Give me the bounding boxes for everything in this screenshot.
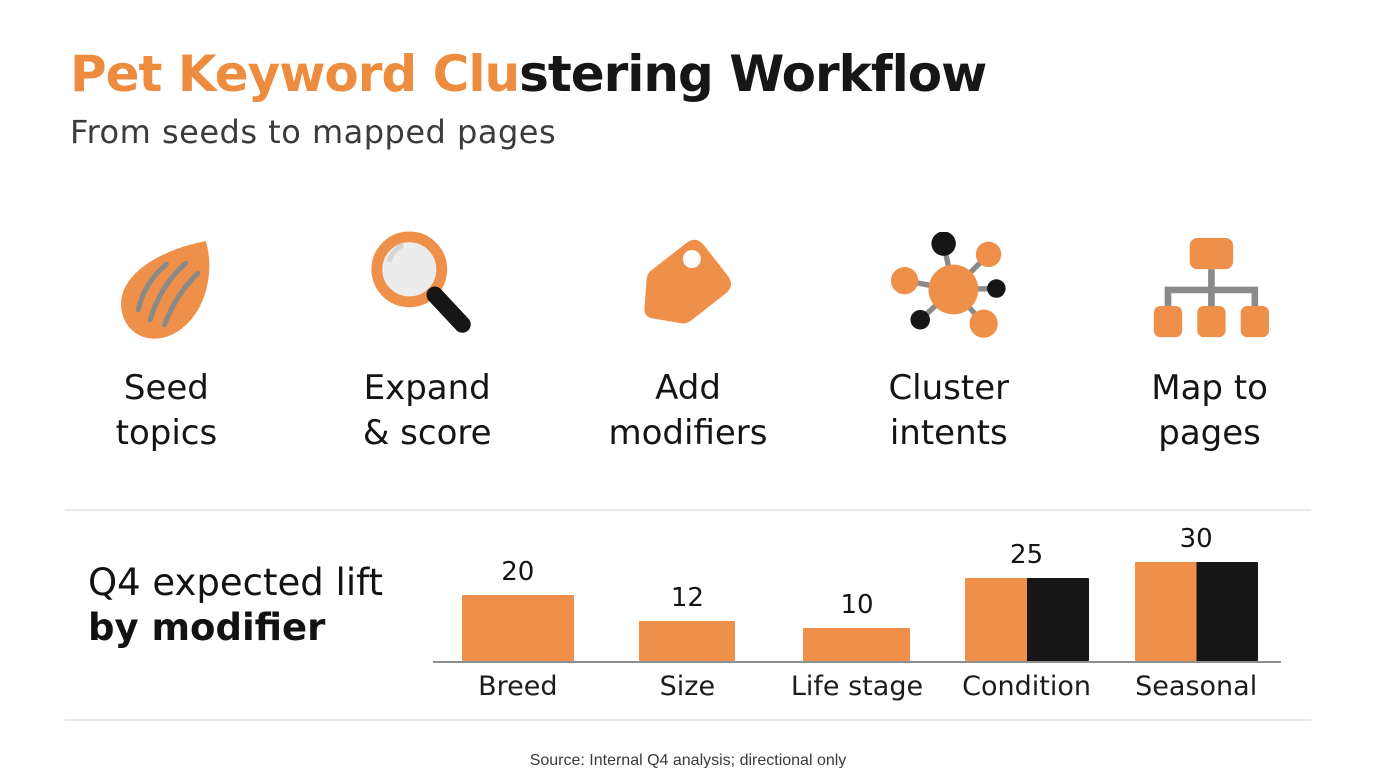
title-accent: Pet Keyword Clu — [70, 45, 520, 103]
divider-bottom — [65, 719, 1311, 721]
bar-value-label: 10 — [840, 590, 874, 620]
source-note: Source: Internal Q4 analysis; directiona… — [529, 752, 847, 768]
chart-title-line2: by modifier — [88, 606, 326, 649]
bar-value-label: 12 — [670, 583, 704, 613]
magnifier-icon — [368, 228, 486, 350]
page-title: Pet Keyword Clustering Workflow — [70, 44, 987, 104]
bar-value-label: 25 — [1010, 540, 1044, 570]
header: Pet Keyword Clustering Workflow From see… — [70, 44, 987, 151]
page-subtitle: From seeds to mapped pages — [70, 113, 557, 151]
chart-title-line1: Q4 expected lift — [88, 561, 383, 604]
category-label: Seasonal — [1135, 671, 1258, 702]
bar-condition — [964, 578, 1089, 661]
category-label: Condition — [962, 671, 1092, 702]
seed-icon — [113, 228, 219, 350]
bar-value-label: 20 — [501, 557, 535, 587]
category-label: Life stage — [790, 671, 924, 702]
divider-top — [65, 509, 1311, 511]
bar-seasonal — [1134, 562, 1258, 661]
cluster-icon — [888, 228, 1010, 350]
workflow-step-magnifier: Expand& score — [297, 228, 558, 456]
category-label: Size — [659, 671, 716, 702]
bar-life-stage — [803, 628, 911, 661]
bar-size — [639, 621, 736, 661]
step-label: Expand& score — [362, 368, 492, 453]
bar-breed — [461, 595, 574, 661]
title-rest: stering Workflow — [519, 45, 987, 103]
bar-value-label: 30 — [1179, 524, 1213, 554]
x-axis-line — [433, 661, 1281, 663]
sitemap-icon — [1151, 228, 1269, 350]
category-label: Breed — [478, 671, 558, 702]
chart-title: Q4 expected lift by modifier — [88, 560, 383, 650]
tag-icon — [628, 228, 748, 350]
